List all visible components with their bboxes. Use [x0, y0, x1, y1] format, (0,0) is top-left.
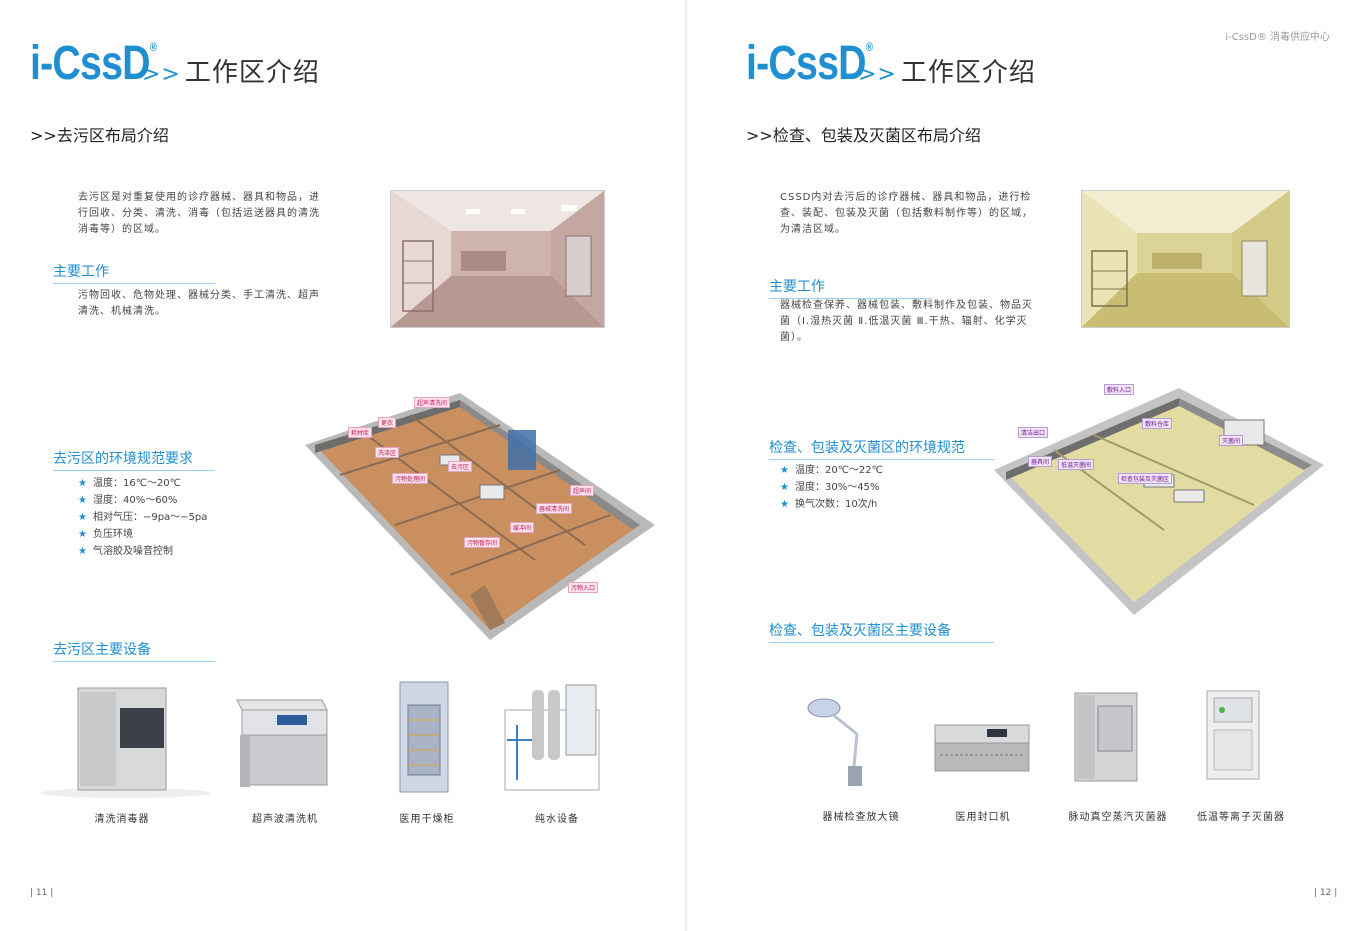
star-icon: ★ [780, 499, 789, 510]
env-list: ★温度：20℃～22℃ ★湿度：30%～45% ★换气次数：10次/h [780, 462, 883, 513]
intro-text: 去污区是对重复使用的诊疗器械、器具和物品，进行回收、分类、清洗、消毒（包括运送器… [78, 192, 320, 235]
env-item: ★湿度：30%～45% [780, 482, 880, 493]
brand-name: i-CssD [746, 37, 867, 90]
plan-label: 污物入口 [568, 582, 599, 593]
env-item: ★温度：16℃～20℃ [78, 478, 181, 489]
star-icon: ★ [780, 465, 789, 476]
env-item: ★负压环境 [78, 529, 133, 540]
title-arrows: >> [142, 62, 181, 87]
star-icon: ★ [78, 495, 87, 506]
plan-label: 超声清洗间 [414, 397, 451, 408]
page-title: >>工作区介绍 [142, 52, 320, 89]
brand-logo: i-CssD® [746, 36, 873, 91]
plan-label: 耗材库 [348, 427, 373, 438]
plan-label: 检查包装及灭菌区 [1118, 473, 1173, 484]
plan-label: 更衣 [378, 417, 397, 428]
main-work-heading: 主要工作 [769, 276, 931, 299]
washer-disinfector-image [40, 680, 210, 800]
brand-logo: i-CssD® [30, 36, 157, 91]
star-icon: ★ [78, 512, 87, 523]
main-work-text: 器械检查保养、器械包装、敷料制作及包装、物品灭菌（Ⅰ.湿热灭菌 Ⅱ.低温灭菌 Ⅲ… [780, 300, 1033, 343]
page-number: | 11 | [30, 888, 54, 898]
decontamination-room-photo [390, 190, 605, 328]
left-page: i-CssD® >>工作区介绍 >>去污区布局介绍 去污区是对重复使用的诊疗器械… [30, 36, 660, 898]
sealing-machine-image [932, 720, 1032, 775]
main-work-text: 污物回收、危物处理、器械分类、手工清洗、超声清洗、机械清洗。 [78, 290, 320, 317]
brand-mark: ® [865, 40, 873, 54]
plan-label: 敷料入口 [1104, 384, 1135, 395]
env-heading: 检查、包装及灭菌区的环境规范 [769, 437, 994, 460]
brand-name: i-CssD [30, 37, 151, 90]
ultrasonic-cleaner-image [232, 695, 332, 790]
env-item: ★气溶胶及噪音控制 [78, 546, 173, 557]
env-item: ★相对气压：−9pa～−5pa [78, 512, 208, 523]
env-item: ★湿度：40%～60% [78, 495, 178, 506]
page-gutter [685, 0, 687, 931]
medical-dryer-image [398, 680, 450, 795]
magnifier-lamp-image [802, 696, 882, 791]
equipment-label: 医用封口机 [955, 812, 1011, 823]
star-icon: ★ [78, 478, 87, 489]
clean-room-photo [1081, 190, 1290, 328]
equipment-label: 脉动真空蒸汽灭菌器 [1068, 812, 1168, 823]
intro-text: CSSD内对去污后的诊疗器械、器具和物品，进行检查、装配、包装及灭菌（包括敷料制… [780, 192, 1033, 235]
plan-label: 敷料仓库 [1142, 418, 1173, 429]
equipment-heading: 检查、包装及灭菌区主要设备 [769, 620, 994, 643]
star-icon: ★ [78, 546, 87, 557]
vacuum-steam-sterilizer-image [1072, 690, 1142, 785]
plan-label: 超声间 [570, 485, 595, 496]
plan-label: 低温灭菌间 [1058, 459, 1095, 470]
section-heading: >>去污区布局介绍 [30, 126, 169, 145]
section-heading: >>检查、包装及灭菌区布局介绍 [746, 126, 981, 145]
pure-water-equipment-image [502, 680, 602, 795]
right-page: i-CssD® 消毒供应中心 i-CssD® >>工作区介绍 >>检查、包装及灭… [686, 0, 1372, 931]
plan-label: 去污区 [448, 461, 473, 472]
equipment-label: 低温等离子灭菌器 [1197, 812, 1285, 823]
equipment-label: 清洗消毒器 [94, 814, 150, 825]
page-title: >>工作区介绍 [858, 52, 1036, 89]
clean-zone-floor-plan: 敷料入口 清洁出口 器具间 敷料仓库 灭菌间 检查包装及灭菌区 低温灭菌间 [994, 380, 1324, 620]
equipment-label: 医用干燥柜 [399, 814, 455, 825]
equipment-label: 纯水设备 [535, 814, 579, 825]
env-list: ★温度：16℃～20℃ ★湿度：40%～60% ★相对气压：−9pa～−5pa … [78, 475, 207, 560]
decontamination-floor-plan: 超声清洗间 耗材库 更衣 洗涤区 去污区 超声间 污物处理间 器械清洗间 污物暂… [300, 385, 660, 645]
plan-label: 器械清洗间 [536, 503, 573, 514]
env-heading: 去污区的环境规范要求 [53, 448, 215, 471]
plan-label: 缓冲间 [510, 522, 535, 533]
title-text: 工作区介绍 [184, 58, 320, 88]
star-icon: ★ [780, 482, 789, 493]
plan-label: 洗涤区 [375, 447, 400, 458]
title-arrows: >> [858, 62, 897, 87]
main-work-heading: 主要工作 [53, 261, 215, 284]
plan-label: 污物处理间 [392, 473, 429, 484]
brand-mark: ® [149, 40, 157, 54]
plan-label: 污物暂存间 [464, 537, 501, 548]
env-item: ★换气次数：10次/h [780, 499, 878, 510]
env-item: ★温度：20℃～22℃ [780, 465, 883, 476]
running-header: i-CssD® 消毒供应中心 [1225, 32, 1330, 43]
equipment-label: 超声波清洗机 [252, 814, 318, 825]
title-text: 工作区介绍 [900, 58, 1036, 88]
star-icon: ★ [78, 529, 87, 540]
equipment-heading: 去污区主要设备 [53, 639, 215, 662]
plasma-sterilizer-image [1204, 688, 1264, 783]
plan-label: 灭菌间 [1219, 435, 1244, 446]
plan-label: 清洁出口 [1018, 427, 1049, 438]
plan-label: 器具间 [1028, 456, 1053, 467]
equipment-label: 器械检查放大镜 [822, 812, 900, 823]
page-number: | 12 | [1314, 888, 1338, 898]
